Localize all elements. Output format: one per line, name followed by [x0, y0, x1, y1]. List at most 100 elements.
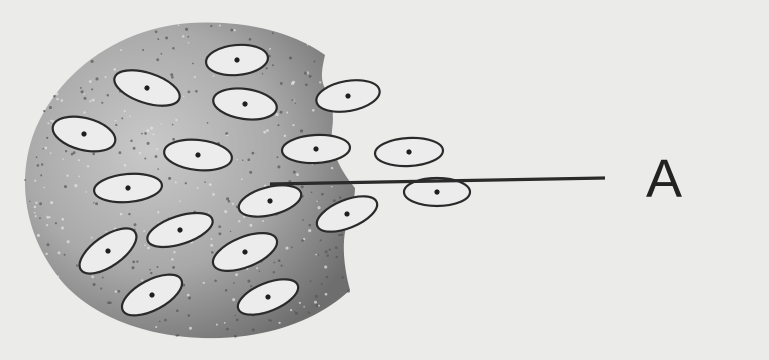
- mass-speckle: [155, 155, 158, 158]
- mass-speckle: [34, 180, 36, 182]
- mass-speckle: [278, 322, 280, 324]
- mass-speckle: [43, 187, 45, 189]
- mass-speckle: [292, 124, 294, 126]
- mass-speckle: [93, 283, 96, 286]
- mass-speckle: [100, 287, 102, 289]
- mass-speckle: [49, 216, 51, 218]
- mass-speckle: [309, 224, 312, 227]
- mass-speckle: [319, 81, 321, 83]
- mass-speckle: [107, 94, 110, 97]
- mass-speckle: [139, 152, 141, 154]
- mass-speckle: [92, 99, 95, 102]
- mass-speckle: [224, 210, 227, 213]
- label-a: A: [646, 152, 682, 206]
- mass-speckle: [218, 232, 221, 235]
- mass-speckle: [132, 261, 135, 264]
- mass-speckle: [105, 231, 107, 233]
- mass-speckle: [305, 83, 308, 86]
- mass-speckle: [61, 218, 64, 221]
- mass-speckle: [316, 200, 318, 202]
- mass-speckle: [93, 202, 95, 204]
- mass-speckle: [161, 123, 162, 124]
- mass-speckle: [50, 152, 52, 154]
- mass-speckle: [234, 29, 236, 31]
- mass-speckle: [251, 152, 254, 155]
- mass-speckle: [300, 129, 303, 132]
- mass-speckle: [95, 77, 98, 80]
- mass-speckle: [347, 290, 349, 292]
- mass-speckle: [173, 251, 175, 253]
- mass-speckle: [331, 167, 333, 169]
- mass-speckle: [187, 36, 189, 38]
- mass-speckle: [333, 199, 336, 202]
- mass-speckle: [109, 301, 112, 304]
- mass-speckle: [318, 254, 319, 255]
- mass-speckle: [102, 277, 104, 279]
- detached-cell: [374, 136, 443, 168]
- mass-speckle: [58, 251, 61, 254]
- mass-speckle: [71, 153, 74, 156]
- mass-speckle: [146, 129, 149, 132]
- mass-speckle: [142, 49, 144, 51]
- mass-speckle: [302, 219, 304, 221]
- mass-speckle: [37, 164, 40, 167]
- mass-speckle: [331, 186, 333, 188]
- mass-speckle: [178, 24, 180, 26]
- mass-speckle: [317, 206, 320, 209]
- mass-speckle: [91, 276, 94, 279]
- mass-speckle: [195, 90, 198, 93]
- mass-speckle: [85, 191, 87, 193]
- mass-speckle: [234, 335, 237, 338]
- mass-speckle: [209, 183, 212, 186]
- mass-speckle: [157, 211, 159, 213]
- mass-speckle: [224, 322, 226, 324]
- mass-speckle: [91, 237, 93, 239]
- mass-speckle: [39, 217, 41, 219]
- mass-speckle: [144, 244, 146, 246]
- cell-mass-body: [25, 22, 355, 338]
- mass-speckle: [307, 44, 309, 46]
- mass-speckle: [104, 76, 106, 78]
- mass-speckle: [62, 158, 64, 160]
- mass-speckle: [207, 122, 209, 124]
- mass-speckle: [170, 73, 173, 76]
- mass-speckle: [155, 30, 158, 33]
- mass-speckle: [56, 98, 59, 101]
- mass-speckle: [299, 302, 301, 304]
- mass-speckle: [280, 111, 283, 114]
- mass-speckle: [87, 165, 89, 167]
- mass-speckle: [92, 153, 95, 156]
- mass-speckle: [325, 250, 328, 253]
- mass-speckle: [208, 211, 209, 212]
- mass-speckle: [280, 82, 283, 85]
- mass-speckle: [339, 196, 341, 198]
- mass-speckle: [175, 119, 177, 121]
- mass-speckle: [226, 197, 229, 200]
- mass-speckle: [275, 113, 278, 116]
- mass-speckle: [136, 260, 138, 262]
- mass-speckle: [176, 309, 179, 312]
- mass-speckle: [49, 106, 52, 109]
- mass-speckle: [55, 222, 57, 224]
- mass-speckle: [34, 206, 37, 209]
- mass-speckle: [232, 203, 234, 205]
- mass-speckle: [91, 60, 94, 63]
- mass-speckle: [256, 267, 258, 269]
- mass-speckle: [236, 319, 239, 322]
- mass-speckle: [291, 246, 293, 248]
- mass-speckle: [336, 256, 338, 258]
- mass-speckle: [289, 56, 292, 59]
- mass-speckle: [310, 280, 312, 282]
- mass-speckle: [235, 273, 238, 276]
- mass-speckle: [150, 127, 153, 130]
- mass-speckle: [43, 148, 45, 150]
- mass-speckle: [165, 36, 168, 39]
- mass-speckle: [266, 129, 269, 132]
- mass-speckle: [83, 93, 85, 95]
- mass-speckle: [53, 95, 56, 98]
- mass-speckle: [159, 321, 161, 323]
- mass-speckle: [65, 150, 67, 152]
- mass-speckle: [295, 103, 296, 104]
- mass-speckle: [144, 132, 147, 135]
- mass-speckle: [211, 238, 213, 240]
